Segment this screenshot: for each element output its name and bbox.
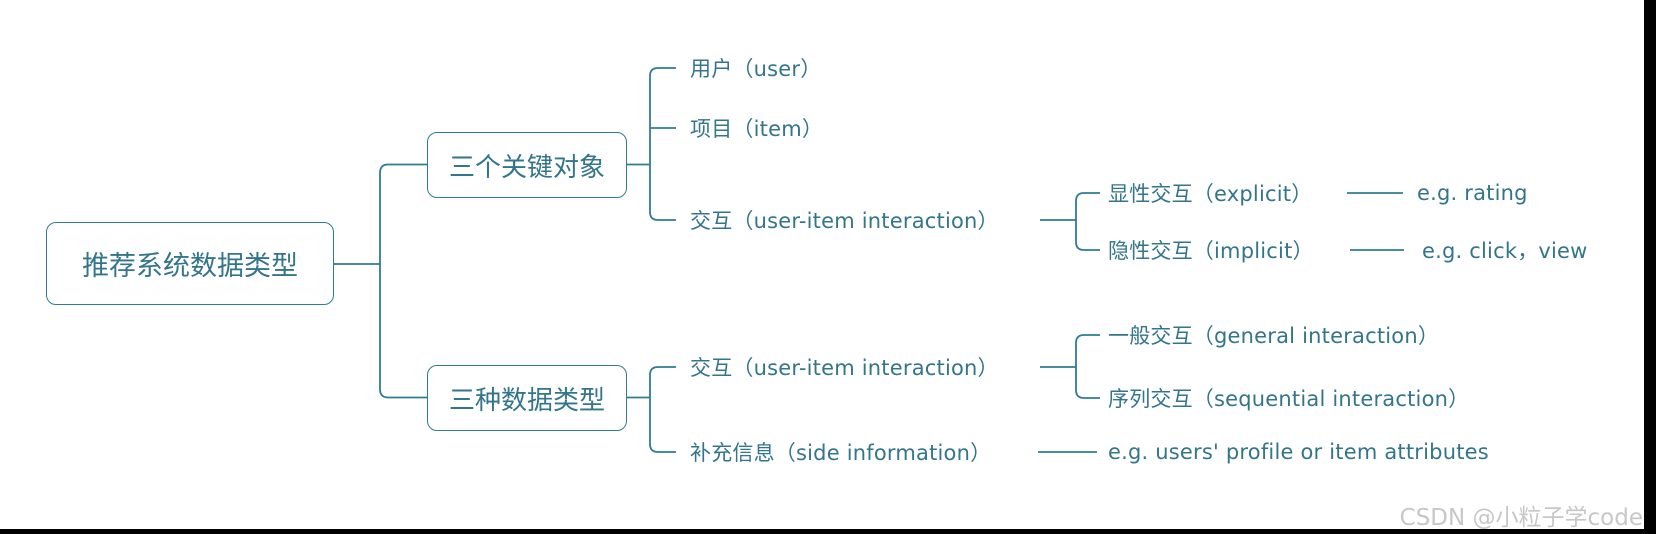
csdn-watermark: CSDN @小粒子学code (1399, 505, 1643, 531)
branch-three-data-types-label: 三种数据类型 (448, 385, 605, 416)
connector-branch2-children (627, 366, 676, 453)
note-implicit-example: e.g. click，view (1422, 239, 1588, 263)
frame-strip-right (1644, 0, 1656, 534)
root-topic-label: 推荐系统数据类型 (82, 251, 298, 282)
leaf-general-interaction: 一般交互（general interaction） (1108, 324, 1440, 348)
leaf-interaction-upper: 交互（user-item interaction） (690, 209, 999, 233)
connector-root-branches (334, 163, 427, 399)
leaf-user: 用户（user） (690, 57, 822, 81)
leaf-item: 项目（item） (690, 117, 824, 141)
branch-three-key-objects: 三个关键对象 (427, 132, 627, 198)
connector-branch1-children (627, 67, 676, 221)
connector-interaction-lower-children (1040, 334, 1100, 399)
leaf-implicit-interaction: 隐性交互（implicit） (1108, 239, 1314, 263)
branch-three-data-types: 三种数据类型 (427, 365, 627, 431)
branch-three-key-objects-label: 三个关键对象 (448, 152, 605, 183)
frame-strip-bottom (0, 529, 1656, 534)
connector-interaction-upper-children (1040, 192, 1100, 251)
leaf-explicit-interaction: 显性交互（explicit） (1108, 182, 1313, 206)
note-sideinfo-example: e.g. users' profile or item attributes (1108, 440, 1489, 464)
root-topic: 推荐系统数据类型 (46, 222, 334, 305)
leaf-interaction-lower: 交互（user-item interaction） (690, 356, 999, 380)
leaf-side-information: 补充信息（side information） (690, 441, 992, 465)
leaf-sequential-interaction: 序列交互（sequential interaction） (1108, 387, 1470, 411)
note-explicit-example: e.g. rating (1417, 181, 1528, 205)
